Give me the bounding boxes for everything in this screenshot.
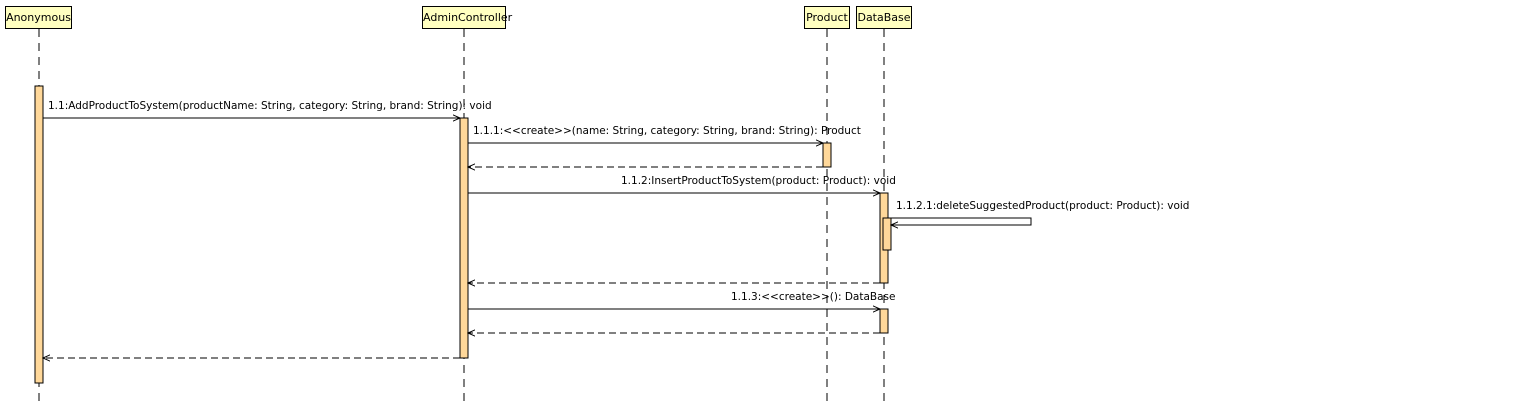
message-label-1-1-2-1: 1.1.2.1:deleteSuggestedProduct(product: … [896,200,1190,212]
message-label-1-1-3: 1.1.3:<<create>>(): DataBase [731,291,896,303]
participant-anonymous[interactable]: Anonymous [5,6,72,29]
self-message-arrow-1-1-2-1 [888,217,1032,225]
activation-product [822,142,832,168]
message-label-1-1: 1.1:AddProductToSystem(productName: Stri… [48,100,492,112]
message-label-1-1-2: 1.1.2:InsertProductToSystem(product: Pro… [621,175,896,187]
activation-database-delete [882,217,892,251]
participant-product[interactable]: Product [804,6,850,29]
activation-database-create [879,308,889,334]
activation-admin-controller [459,117,469,359]
message-label-1-1-1: 1.1.1:<<create>>(name: String, category:… [473,125,861,137]
participant-admin-controller[interactable]: AdminController [422,6,512,29]
activation-anonymous [34,85,44,384]
participant-database[interactable]: DataBase [856,6,912,29]
